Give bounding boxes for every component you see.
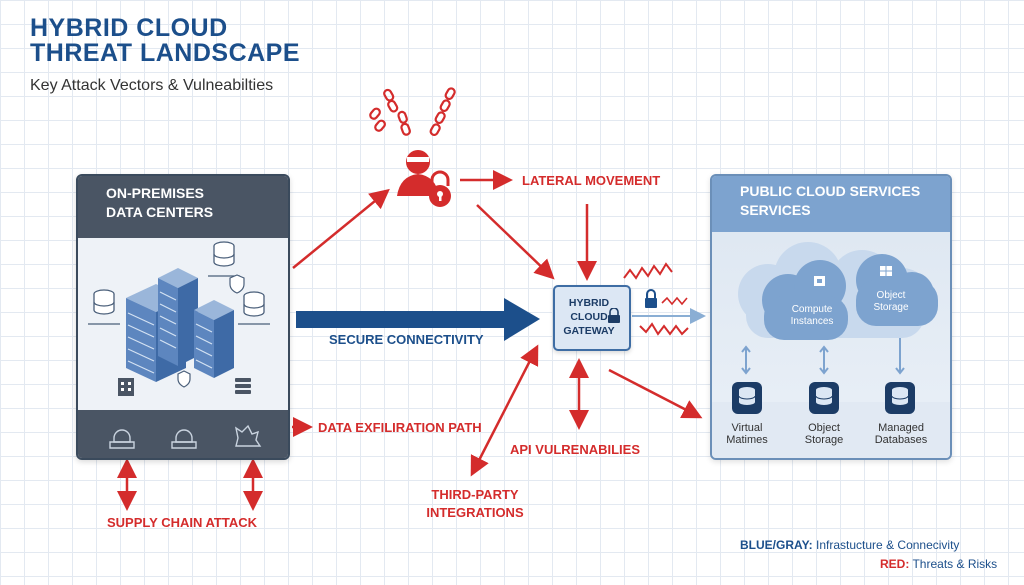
db-item-label: Virtual Matimes <box>718 422 776 446</box>
onprem-panel: ON-PREMISES DATA CENTERS <box>76 174 290 460</box>
legend-red-key: RED: <box>880 557 910 571</box>
object-storage-icon <box>880 266 892 276</box>
onprem-to-attacker-arrow <box>292 188 390 269</box>
database-icon <box>809 382 839 414</box>
compute-label-line-1: Compute <box>791 304 833 315</box>
shield-icon <box>229 274 245 294</box>
title-line-1: HYBRID CLOUD <box>30 14 228 42</box>
server-rack-icon <box>158 268 198 366</box>
object-storage-label-line-2: Storage <box>873 302 909 313</box>
legend-red-text: Threats & Risks <box>912 557 998 571</box>
db-item-label: Managed Databases <box>866 422 936 446</box>
threat-zigzag-right <box>661 296 688 306</box>
legend-blue-text: Infrastucture & Connecivity <box>816 538 960 552</box>
onprem-title-line-1: ON-PREMISES <box>106 185 205 201</box>
broken-chain-icons <box>369 87 456 137</box>
legend-infrastructure: BLUE/GRAY: Infrastucture & Connecivity <box>740 538 959 552</box>
hacker-lock-icon <box>109 429 135 449</box>
data-exfiltration-label: DATA EXFILIRATION PATH <box>318 420 482 435</box>
onprem-footer <box>78 410 288 458</box>
onprem-title-line-2: DATA CENTERS <box>106 204 214 220</box>
server-rack-icon <box>194 300 234 378</box>
database-node-icon <box>238 291 270 325</box>
attacker-lock-icon <box>429 170 451 207</box>
cloud-title-line-2: SERVICES <box>740 202 811 218</box>
secure-connectivity-arrow <box>296 298 540 341</box>
gateway-label: HYBRID CLOUD GATEWAY <box>559 296 619 338</box>
db-label-line-1: Virtual <box>731 422 763 434</box>
compute-icon <box>814 276 825 286</box>
onprem-header <box>78 176 288 238</box>
building-icon <box>118 378 134 396</box>
page-subtitle: Key Attack Vectors & Vulneabilties <box>30 77 274 94</box>
broken-server-icon <box>234 424 262 447</box>
gateway-to-cloud-arrow <box>608 368 703 419</box>
database-icon <box>885 382 915 414</box>
server-cluster-illustration <box>88 241 270 396</box>
gateway-label-line-2: CLOUD <box>570 311 608 323</box>
db-label-line-1: Managed <box>878 422 924 434</box>
third-party-integrations-label: THIRD-PARTY INTEGRATIONS <box>420 486 530 522</box>
threat-zigzag-bottom <box>639 322 689 336</box>
third-party-arrow <box>470 344 539 477</box>
api-vulnerabilities-label: API VULRENABILIES <box>510 442 641 457</box>
server-stack-icon <box>235 378 251 394</box>
database-node-icon <box>208 241 240 277</box>
storage-cloud <box>856 254 938 326</box>
cloud-title-line-1: PUBLIC CLOUD SERVICES <box>740 183 921 199</box>
object-storage-label-line-1: Object <box>876 290 906 301</box>
threat-zigzag-top <box>623 262 673 280</box>
shield-icon <box>177 370 191 388</box>
onprem-footer-icons <box>109 424 262 449</box>
public-cloud-panel: PUBLIC CLOUD SERVICES SERVICES Compute I… <box>710 174 952 460</box>
onprem-title: ON-PREMISES DATA CENTERS <box>106 184 276 222</box>
third-party-label-line-1: THIRD-PARTY <box>431 487 519 502</box>
database-icon <box>732 382 762 414</box>
supply-chain-attack-label: SUPPLY CHAIN ATTACK <box>107 515 257 530</box>
secure-connectivity-label: SECURE CONNECTIVITY <box>329 332 484 347</box>
title-line-2: THREAT LANDSCAPE <box>30 39 301 67</box>
page-title: HYBRID CLOUD THREAT LANDSCAPE <box>30 16 430 66</box>
cloud-header-band <box>712 176 950 232</box>
db-item-label: Object Storage <box>794 422 854 446</box>
gateway-outside-lock-icon <box>645 289 657 308</box>
db-label-line-2: Storage <box>804 434 844 446</box>
attacker-to-gateway-arrow <box>476 204 555 280</box>
gateway-lock-icon <box>608 308 620 323</box>
db-label-line-2: Databases <box>874 434 928 446</box>
compute-label-line-2: Instances <box>790 316 834 327</box>
db-label-line-1: Object <box>808 422 840 434</box>
gateway-label-line-3: GATEWAY <box>563 325 615 337</box>
database-node-icon <box>88 289 120 325</box>
hybrid-cloud-gateway: HYBRID CLOUD GATEWAY <box>553 285 631 351</box>
gateway-label-line-1: HYBRID <box>568 297 610 309</box>
compute-instances-label: Compute Instances <box>778 304 846 328</box>
db-label-line-2: Matimes <box>726 434 768 446</box>
cloud-title: PUBLIC CLOUD SERVICES SERVICES <box>740 182 950 220</box>
cloud-illustration <box>712 176 950 458</box>
third-party-label-line-2: INTEGRATIONS <box>426 505 524 520</box>
legend-threats: RED: Threats & Risks <box>880 557 997 571</box>
object-storage-cloud-label: Object Storage <box>860 290 922 314</box>
lateral-movement-label: LATERAL MOVEMENT <box>522 173 661 188</box>
hacker-lock-icon <box>171 429 197 449</box>
legend-blue-key: BLUE/GRAY: <box>740 538 813 552</box>
attacker-icon <box>397 150 439 196</box>
